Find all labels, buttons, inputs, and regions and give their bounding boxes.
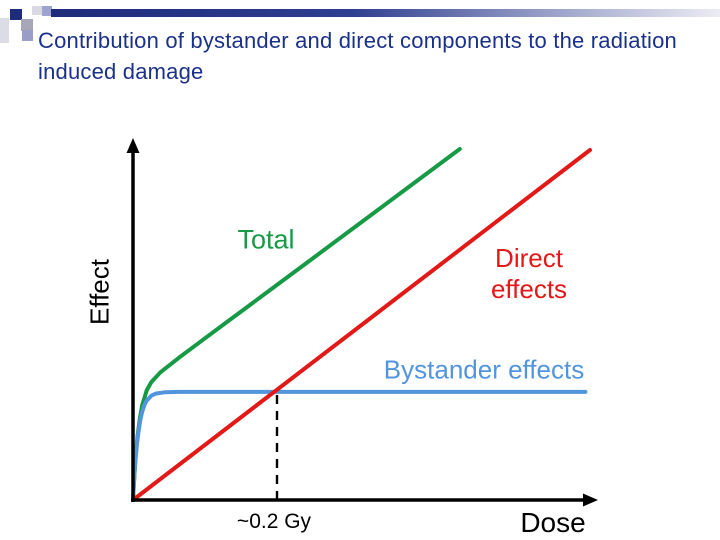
decoration-square-navy [10,9,22,20]
x-axis-label: Dose [520,507,586,538]
dose-threshold-annotation: ~0.2 Gy [236,510,312,533]
accent-gradient-bar [51,9,720,17]
decoration-strip-pale [0,18,9,43]
direct-effects-label-line1: Direct [495,243,563,273]
bystander-effects-curve [131,389,588,502]
direct-effects-label-line2: effects [490,274,568,304]
direct-effects-label: Direct effects [469,243,589,305]
total-curve-label: Total [237,224,295,255]
decoration-square-lightgray [32,6,42,15]
total-curve [131,147,462,502]
y-axis-arrowhead [126,138,140,153]
y-axis-label: Effect [84,258,115,326]
title-bullet-square [22,30,33,41]
x-axis-arrowhead [583,493,598,507]
bystander-effects-label: Bystander effects [383,354,585,385]
direct-effects-curve [131,148,592,502]
decoration-square-periwinkle [42,6,52,16]
decoration-square-gray [21,19,33,31]
slide-title: Contribution of bystander and direct com… [38,28,677,84]
